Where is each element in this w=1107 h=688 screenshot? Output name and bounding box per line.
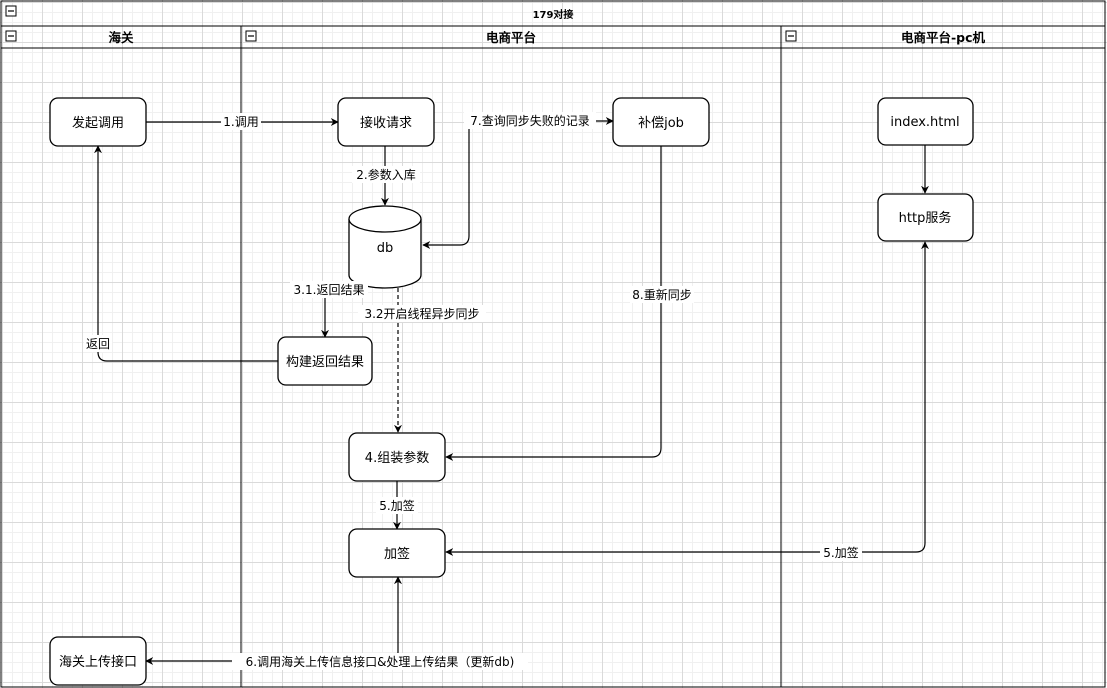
node-assemble-params-label: 4.组装参数 <box>365 450 429 466</box>
node-compensate-job[interactable]: 补偿job <box>612 97 710 147</box>
node-customs-upload[interactable]: 海关上传接口 <box>49 636 147 686</box>
edge-resync <box>445 146 662 461</box>
node-index-html[interactable]: index.html <box>877 97 974 146</box>
edge-label-async-sync: 3.2开启线程异步同步 <box>364 306 479 321</box>
node-sign-label: 加签 <box>384 546 410 562</box>
node-http-service-label: http服务 <box>899 210 952 226</box>
lane-collapse-icon[interactable] <box>785 30 797 42</box>
node-db-cylinder[interactable]: db <box>348 205 422 289</box>
pool-collapse-icon[interactable] <box>5 5 17 17</box>
edge-label-resync: 8.重新同步 <box>632 287 691 302</box>
edge-query-failed <box>422 117 614 249</box>
edge-label-upload-call: 6.调用海关上传信息接口&处理上传结果（更新db) <box>246 654 515 669</box>
node-build-result[interactable]: 构建返回结果 <box>277 336 373 386</box>
node-receive-request[interactable]: 接收请求 <box>337 97 435 147</box>
edge-label-pc-sign: 5.加签 <box>823 545 858 560</box>
edge-label-return-result: 3.1.返回结果 <box>294 283 365 297</box>
node-db-label: db <box>377 241 394 256</box>
nodes: 发起调用 接收请求 补偿job db 构建返回结果 4.组装参数 加签 <box>49 97 974 686</box>
lane-collapse-icon[interactable] <box>245 30 257 42</box>
edge-pc-sign <box>445 241 929 556</box>
edge-upload-call <box>145 576 402 665</box>
edge-label-params-to-db: 2.参数入库 <box>356 167 415 182</box>
edges <box>94 117 929 665</box>
edge-label-query-failed: 7.查询同步失败的记录 <box>470 113 589 128</box>
edge-label-return: 返回 <box>86 337 110 351</box>
node-receive-request-label: 接收请求 <box>360 115 412 131</box>
node-http-service[interactable]: http服务 <box>877 193 974 242</box>
node-index-html-label: index.html <box>890 115 959 130</box>
node-sign[interactable]: 加签 <box>348 528 446 578</box>
node-start-call-label: 发起调用 <box>72 115 124 131</box>
node-customs-upload-label: 海关上传接口 <box>59 654 137 670</box>
lane-title-pc: 电商平台-pc机 <box>901 30 986 45</box>
node-start-call[interactable]: 发起调用 <box>49 97 147 147</box>
lane-title-customs: 海关 <box>108 30 134 45</box>
edge-return <box>94 145 278 362</box>
node-assemble-params[interactable]: 4.组装参数 <box>348 432 446 482</box>
lane-collapse-icon[interactable] <box>5 30 17 42</box>
edge-label-sign-step: 5.加签 <box>379 498 414 513</box>
node-compensate-job-label: 补偿job <box>638 116 684 131</box>
lane-title-ecommerce: 电商平台 <box>486 30 536 45</box>
node-build-result-label: 构建返回结果 <box>286 355 364 370</box>
edge-labels: 1.调用 2.参数入库 7.查询同步失败的记录 3.1.返回结果 3.2开启线程… <box>84 112 862 670</box>
pool-title: 179对接 <box>533 8 574 21</box>
edge-label-call: 1.调用 <box>223 115 258 129</box>
